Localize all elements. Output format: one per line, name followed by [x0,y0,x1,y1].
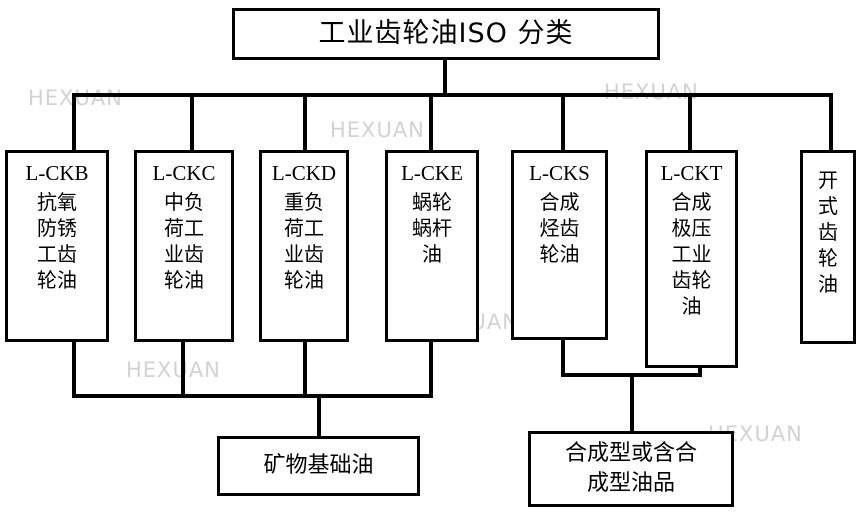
category-box-l-ckt[interactable]: L-CKT 合成 极压 工业 齿轮 油 [645,150,738,368]
category-name-line: 蜗杆 [412,216,452,241]
connector-leaf5-down [561,340,565,376]
connector-drop-3 [303,93,307,150]
category-name-line: 荷工 [164,216,204,241]
category-name-line: 轮 [818,246,838,270]
connector-drop-6 [688,93,692,150]
category-box-l-ckb[interactable]: L-CKB 抗氧 防锈 工齿 轮油 [5,150,109,342]
category-name-line: 油 [818,272,838,296]
category-code-l-cke: L-CKE [401,161,463,185]
category-box-open-gear-oil[interactable]: 开 式 齿 轮 油 [800,150,856,344]
category-box-l-cke[interactable]: L-CKE 蜗轮 蜗杆 油 [385,150,479,342]
base-oil-box-synthetic[interactable]: 合成型或含合 成型油品 [528,431,734,507]
base-oil-name-mineral: 矿物基础油 [263,451,373,481]
base-oil-name-synthetic: 合成型或含合 成型油品 [565,439,697,498]
category-box-l-ckc[interactable]: L-CKC 中负 荷工 业齿 轮油 [134,150,234,342]
category-name-line: 轮油 [284,268,324,293]
connector-title-stem [443,60,447,96]
base-oil-name-line: 矿物基础油 [263,453,374,479]
category-name-line: 轮油 [164,268,204,293]
category-name-line: 业齿 [164,242,204,267]
connector-drop-4 [429,93,433,150]
connector-distribution-bar [72,93,833,97]
category-name-line: 蜗轮 [412,190,452,215]
connector-drop-5 [561,93,565,150]
category-name-line: 工齿 [37,242,77,267]
category-code-l-ckb: L-CKB [25,161,89,185]
category-name-l-ckt: 合成 极压 工业 齿轮 油 [648,189,735,319]
diagram-title-box: 工业齿轮油ISO 分类 [232,8,660,60]
connector-drop-1 [72,93,76,150]
connector-drop-7 [829,93,833,150]
category-code-l-ckc: L-CKC [152,161,216,185]
category-code-l-ckt: L-CKT [660,161,723,185]
connector-drop-2 [190,93,194,150]
category-name-line: 齿 [818,220,838,244]
category-box-l-ckd[interactable]: L-CKD 重负 荷工 业齿 轮油 [259,150,349,342]
category-name-line: 抗氧 [37,190,77,215]
category-name-line: 油 [681,294,702,319]
category-name-line: 式 [818,194,838,218]
category-name-line: 轮油 [37,268,77,293]
watermark-3: HEXUAN [604,80,699,104]
category-name-open-gear-oil: 开 式 齿 轮 油 [803,167,853,297]
category-name-line: 业齿 [284,242,324,267]
category-box-l-cks[interactable]: L-CKS 合成 烃齿 轮油 [511,150,608,340]
connector-leaf6-down [698,368,702,376]
category-code-l-cks: L-CKS [529,161,590,185]
category-name-line: 重负 [284,190,324,215]
connector-mineral-merge-bar [72,394,433,398]
category-name-line: 极压 [671,216,712,241]
page-title: 工业齿轮油ISO 分类 [318,18,574,50]
category-name-l-cke: 蜗轮 蜗杆 油 [388,189,476,267]
category-name-line: 开 [818,168,838,192]
watermark-5: HEXUAN [126,358,221,382]
base-oil-name-line: 成型油品 [586,471,675,496]
connector-leaf2-down [181,342,185,397]
category-name-l-cks: 合成 烃齿 轮油 [514,189,605,267]
connector-leaf3-down [303,342,307,397]
category-name-line: 合成 [539,190,580,215]
category-name-line: 轮油 [539,242,580,267]
category-name-line: 防锈 [37,216,77,241]
category-name-line: 齿轮 [671,268,712,293]
category-name-line: 工业 [671,242,712,267]
category-name-line: 烃齿 [539,216,580,241]
category-name-l-ckc: 中负 荷工 业齿 轮油 [137,189,231,293]
connector-synthetic-stem [630,373,634,431]
category-name-line: 荷工 [284,216,324,241]
connector-mineral-stem [317,394,321,436]
category-name-line: 中负 [164,190,204,215]
category-name-l-ckb: 抗氧 防锈 工齿 轮油 [8,189,106,293]
base-oil-box-mineral[interactable]: 矿物基础油 [217,436,420,496]
connector-leaf1-down [72,342,76,397]
base-oil-name-line: 合成型或含合 [564,441,697,467]
category-name-l-ckd: 重负 荷工 业齿 轮油 [262,189,346,293]
category-name-line: 合成 [671,190,712,215]
watermark-2: HEXUAN [330,118,425,142]
category-code-l-ckd: L-CKD [271,161,337,185]
category-name-line: 油 [422,242,442,267]
connector-leaf4-down [429,342,433,397]
